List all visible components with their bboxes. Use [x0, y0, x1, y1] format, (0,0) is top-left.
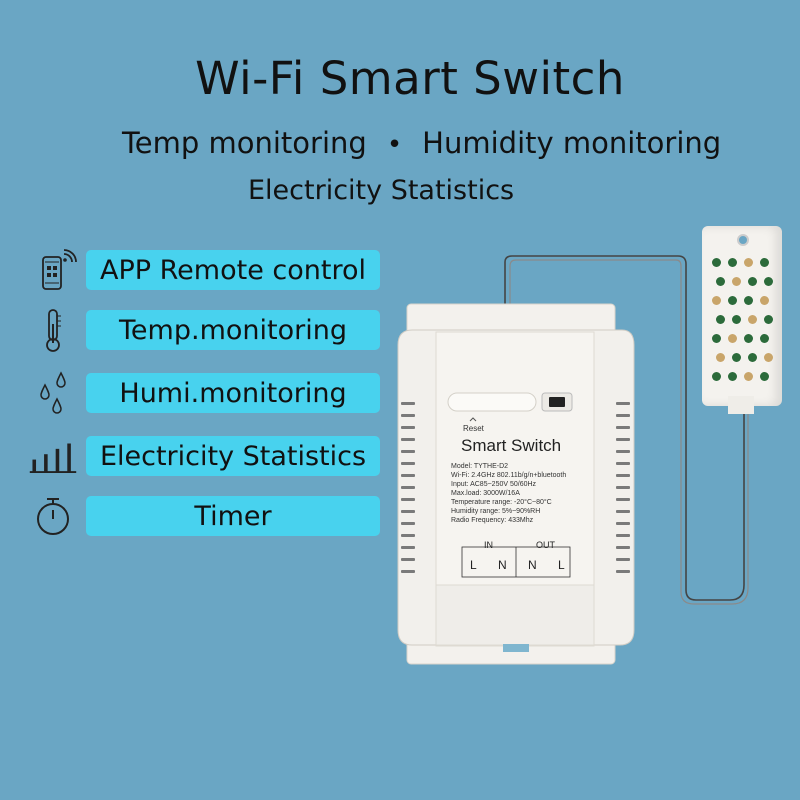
device-label: Smart Switch Model: TYTHE-D2 Wi-Fi: 2.4G… — [449, 436, 589, 596]
sensor-vent-hole — [744, 296, 753, 305]
sensor-vent-hole — [728, 372, 737, 381]
feature-pill: Temp.monitoring — [86, 310, 380, 350]
humidity-sensor-probe — [702, 226, 782, 406]
sensor-vent-hole — [712, 258, 721, 267]
feature-app-remote: APP Remote control — [0, 249, 400, 290]
sensor-vent-hole — [744, 258, 753, 267]
subtitle-line-1: Temp monitoring • Humidity monitoring — [122, 126, 721, 160]
sensor-vent-hole — [764, 277, 773, 286]
spec-line: Wi-Fi: 2.4GHz 802.11b/g/n+bluetooth — [451, 472, 567, 479]
droplets-icon — [28, 371, 78, 414]
sensor-vent-hole — [712, 372, 721, 381]
feature-pill: APP Remote control — [86, 250, 380, 290]
stopwatch-icon — [28, 496, 78, 536]
spec-line: Input: AC85~250V 50/60Hz — [451, 481, 537, 488]
page-title: Wi-Fi Smart Switch — [195, 52, 625, 105]
sensor-vent-hole — [728, 334, 737, 343]
sensor-vent-hole — [748, 353, 757, 362]
phone-wifi-icon — [28, 249, 78, 290]
reset-label: Reset — [463, 424, 484, 433]
sensor-vent-hole — [760, 372, 769, 381]
sensor-vent-hole — [732, 353, 741, 362]
sensor-vent-hole — [744, 334, 753, 343]
spec-line: Temperature range: -20°C~80°C — [451, 499, 552, 506]
sensor-vent-hole — [716, 277, 725, 286]
terminal-in-label: IN — [484, 540, 493, 550]
terminal-out-label: OUT — [536, 540, 555, 550]
subtitle-humidity: Humidity monitoring — [422, 126, 722, 160]
sensor-vent-hole — [748, 277, 757, 286]
feature-timer: Timer — [0, 496, 400, 536]
feature-pill: Timer — [86, 496, 380, 536]
bar-chart-icon — [28, 436, 78, 476]
feature-temp: Temp.monitoring — [0, 309, 400, 352]
terminal-pin: L — [558, 558, 565, 572]
sensor-vent-hole — [712, 334, 721, 343]
sensor-vent-hole — [764, 353, 773, 362]
sensor-vent-hole — [760, 258, 769, 267]
sensor-mount-hole — [737, 234, 749, 246]
subtitle-line-2: Electricity Statistics — [248, 175, 515, 206]
sensor-vent-hole — [748, 315, 757, 324]
feature-pill: Humi.monitoring — [86, 373, 380, 413]
spec-line: Model: TYTHE-D2 — [451, 463, 509, 470]
feature-pill: Electricity Statistics — [86, 436, 380, 476]
terminal-block: IN OUT L N N L — [464, 540, 574, 580]
terminal-pin: N — [528, 558, 537, 572]
sensor-vent-hole — [760, 334, 769, 343]
sensor-vent-hole — [732, 277, 741, 286]
feature-electricity: Electricity Statistics — [0, 436, 400, 476]
sensor-vent-hole — [732, 315, 741, 324]
spec-line: Humidity range: 5%~90%RH — [451, 508, 541, 515]
subtitle-separator: • — [386, 130, 403, 160]
terminal-pin: N — [498, 558, 507, 572]
sensor-vent-hole — [728, 296, 737, 305]
spec-line: Radio Frequency: 433Mhz — [451, 517, 534, 524]
thermometer-icon — [28, 309, 78, 352]
sensor-vent-hole — [716, 315, 725, 324]
sensor-vent-hole — [716, 353, 725, 362]
terminal-pin: L — [470, 558, 477, 572]
sensor-vent-hole — [764, 315, 773, 324]
subtitle-temp: Temp monitoring — [122, 126, 367, 160]
sensor-cap — [728, 396, 754, 414]
sensor-vent-hole — [712, 296, 721, 305]
sensor-vent-hole — [744, 372, 753, 381]
sensor-vent-hole — [728, 258, 737, 267]
sensor-vent-hole — [760, 296, 769, 305]
device-brand: Smart Switch — [461, 436, 562, 455]
spec-line: Max.load: 3000W/16A — [451, 490, 520, 497]
feature-humidity: Humi.monitoring — [0, 371, 400, 414]
